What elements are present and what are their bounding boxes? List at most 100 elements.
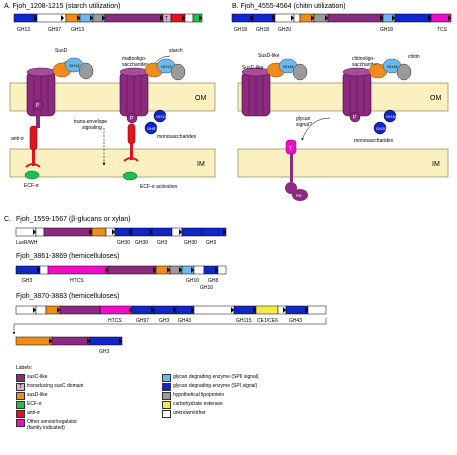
plug-p-1: P xyxy=(36,103,40,109)
legend-swatch-spii xyxy=(162,374,171,382)
gh13-label-a1: GH13 xyxy=(69,63,80,68)
locus2-label-3: GH8 xyxy=(208,278,219,284)
gene-label-gh20: GH20 xyxy=(278,27,291,33)
gh13-periplasmic xyxy=(153,109,167,123)
legend-swatch-ecf xyxy=(16,401,25,409)
susc-like-label: SusC-like xyxy=(242,65,264,71)
gene-label-gh18-2: GH18 xyxy=(256,27,269,33)
legend-label-susd: susD-like xyxy=(27,392,48,398)
om-label-b: OM xyxy=(430,95,441,102)
locus3-label-4: GH115 xyxy=(236,318,252,324)
plug-p-b: P xyxy=(353,115,357,121)
legend-label-susc: susC-like xyxy=(27,374,48,380)
locus2-label-4: GH16 xyxy=(200,285,213,291)
chitooligo-label: chitooligo-saccharides xyxy=(352,56,379,68)
locus1-label-0: LuxR/WH xyxy=(16,240,38,246)
legend-swatch-lipo xyxy=(162,392,171,400)
legend-swatch-transducing: T xyxy=(16,383,25,391)
ecf-label: ECF-σ xyxy=(24,183,40,189)
locus1-label-4: GH30 xyxy=(184,240,197,246)
legend-title: Labels: xyxy=(16,365,33,371)
susc-like-barrel-1 xyxy=(241,67,271,117)
tcs-sensor: T RR xyxy=(285,139,308,201)
locus2-label-0: GH3 xyxy=(22,278,33,284)
locus-2-map xyxy=(15,265,227,275)
panel-c-label: C. xyxy=(4,216,11,223)
locus1-label-1: GH30 xyxy=(117,240,130,246)
susc-barrel-2: P xyxy=(119,67,149,181)
locus1-label-2: GH30 xyxy=(135,240,148,246)
legend-label-ce: carbohydrate esterase xyxy=(173,401,223,407)
locus-3-title: Fjoh_3870-3883 (hemicelluloses) xyxy=(16,293,120,300)
legend-swatch-unknown xyxy=(162,410,171,418)
susc-barrel-1: P xyxy=(26,67,56,128)
gene-label-gh18-1: GH18 xyxy=(234,27,247,33)
panel-b-title: B. Fjoh_4555-4564 (chitin utilization) xyxy=(232,3,346,10)
locus3-label-6: GH43 xyxy=(289,318,302,324)
gh97-label-a: GH97 xyxy=(147,126,158,131)
susd-like-label: SusD-like xyxy=(258,53,280,59)
susc-like-barrel-2: P xyxy=(342,67,372,123)
inner-membrane-b xyxy=(237,148,449,178)
legend-label-spii: glycan degrading enzyme (SPII signal) xyxy=(173,374,259,380)
locus-1-map xyxy=(15,227,227,237)
gh18-label-b2: GH18 xyxy=(387,64,398,69)
legend-swatch-spi xyxy=(162,383,171,391)
panel-a-gene-map: T xyxy=(13,13,203,23)
panel-b-gene-map xyxy=(231,13,452,23)
locus3-label-2: GH3 xyxy=(159,318,170,324)
gene-label-gh18-3: GH18 xyxy=(380,27,393,33)
locus3-label-3: GH43 xyxy=(178,318,191,324)
starch-label: starch xyxy=(169,48,183,54)
gh20-label-b: GH20 xyxy=(376,126,387,131)
locus-1-title: Fjoh_1559-1567 (β-glucans or xylan) xyxy=(16,216,131,223)
lipoprotein-a1 xyxy=(78,62,94,80)
transducing-mark: T xyxy=(165,16,168,22)
legend-swatch-susc xyxy=(16,374,25,382)
anti-sigma-a xyxy=(24,125,41,180)
gene-label-tcs: TCS xyxy=(437,27,448,33)
plug-p-2: P xyxy=(130,116,134,122)
gh18-label-b3: GH18 xyxy=(386,114,397,119)
legend-swatch-anti xyxy=(16,410,25,418)
locus-3-map xyxy=(12,305,327,346)
locus2-label-2: GH10 xyxy=(186,278,199,284)
tcs-t-label: T xyxy=(289,146,292,152)
om-label-a: OM xyxy=(195,95,206,102)
gene-label-gh13-1: GH13 xyxy=(17,27,30,33)
legend-label-spi: glycan degrading enzyme (SPI signal) xyxy=(173,383,258,389)
ecf-activation-label: ECF-σ activation xyxy=(140,184,177,190)
inner-membrane-a xyxy=(9,148,216,178)
lipoprotein-a2 xyxy=(170,63,186,81)
locus2-label-1: HTCS xyxy=(70,278,84,284)
panel-a-title: A. Fjoh_1208-1215 (starch utilization) xyxy=(4,3,121,10)
locus3-label-7: GH3 xyxy=(99,349,110,355)
chitin-label: chitin xyxy=(408,54,420,60)
locus3-label-1: GH97 xyxy=(136,318,149,324)
gh97-periplasmic xyxy=(144,121,158,135)
legend-swatch-ce xyxy=(162,401,171,409)
locus3-label-5: CE1/CE6 xyxy=(257,318,278,324)
gh13-label-a2: GH13 xyxy=(161,64,172,69)
anti-sigma-label-a: anti-σ xyxy=(11,136,25,142)
maltooligo-label: maltooligo-saccharides xyxy=(122,56,149,68)
locus-2-title: Fjoh_3861-3869 (hemicelluloses) xyxy=(16,253,120,260)
legend-swatch-other xyxy=(16,419,25,427)
legend-label-anti: anti-σ xyxy=(27,410,40,416)
gh18-label-b1: GH18 xyxy=(283,64,294,69)
locus3-label-0: HTCS xyxy=(108,318,122,324)
legend-label-ecf: ECF-σ xyxy=(27,401,42,407)
locus1-label-5: GH3 xyxy=(206,240,217,246)
legend-label-transducing: transducing susC domain xyxy=(27,383,84,389)
susd-label: SusD xyxy=(55,48,68,54)
gene-label-gh97: GH97 xyxy=(48,27,61,33)
mono-label-a: monosaccharides xyxy=(157,134,197,140)
legend-label-unknown: unknown/other xyxy=(173,410,206,416)
gh13-label-a3: GH13 xyxy=(156,114,167,119)
im-label-b: IM xyxy=(432,161,440,168)
im-label-a: IM xyxy=(197,161,205,168)
mono-label-b: monosaccharides xyxy=(354,138,394,144)
gene-label-gh13-2: GH13 xyxy=(71,27,84,33)
